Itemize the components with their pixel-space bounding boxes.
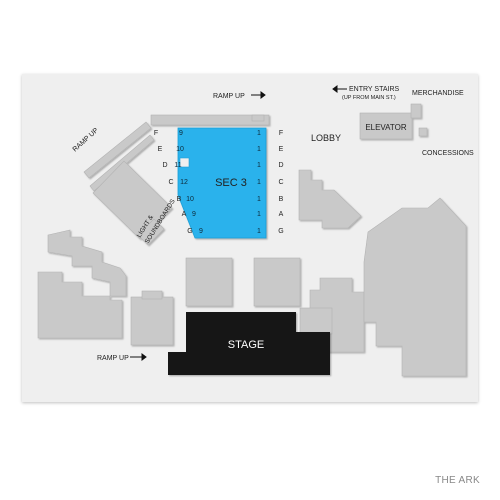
seat-number-right-0: 1 <box>257 130 261 137</box>
row-label-left-g-6: G <box>187 228 192 235</box>
far-right-block <box>363 197 467 377</box>
seat-number-left-0: 9 <box>179 130 183 137</box>
row-label-left-c-3: C <box>168 179 173 186</box>
seat-number-right-2: 1 <box>257 162 261 169</box>
left-lower-area <box>47 229 127 297</box>
row-label-right-c-3: C <box>278 179 283 186</box>
ramp-up-bottom-label: RAMP UP <box>97 355 129 362</box>
entry-stairs-label: ENTRY STAIRS <box>349 86 400 93</box>
row-label-right-a-5: A <box>279 211 284 218</box>
lobby-label: LOBBY <box>311 133 341 143</box>
ramp-rail-upper <box>83 121 152 179</box>
ramp-up-top-label: RAMP UP <box>213 93 245 100</box>
row-label-left-e-1: E <box>158 146 163 153</box>
concessions-label: CONCESSIONS <box>422 150 474 157</box>
seat-number-right-4: 1 <box>257 196 261 203</box>
section-3[interactable] <box>177 127 267 239</box>
section-3-label: SEC 3 <box>215 177 247 189</box>
center-block-right <box>253 257 301 307</box>
seat-number-left-2: 11 <box>174 162 181 169</box>
left-mid-area <box>37 271 123 339</box>
stage[interactable] <box>168 312 330 375</box>
stage-label: STAGE <box>228 339 264 351</box>
seat-number-right-6: 1 <box>257 228 261 235</box>
seat-number-left-5: 9 <box>192 211 196 218</box>
seat-number-right-5: 1 <box>257 211 261 218</box>
merch-box <box>410 103 422 119</box>
platform-a <box>130 296 174 346</box>
row-label-left-b-4: B <box>177 196 182 203</box>
row-label-left-a-5: A <box>182 211 187 218</box>
venue-name: THE ARK <box>435 475 480 486</box>
row-label-left-d-2: D <box>162 162 167 169</box>
seat-number-right-1: 1 <box>257 146 261 153</box>
section-3-notch <box>179 157 190 168</box>
row-label-right-e-1: E <box>279 146 284 153</box>
elevator-box <box>359 112 413 140</box>
right-small-block <box>299 307 333 335</box>
merchandise-label: MERCHANDISE <box>412 90 464 97</box>
top-wall-notch <box>251 114 265 122</box>
elevator-label: ELEVATOR <box>365 123 407 132</box>
row-label-right-f-0: F <box>279 130 283 137</box>
entry-stairs-arrowhead <box>332 85 338 93</box>
center-block-left <box>185 257 233 307</box>
ramp-up-top-arrowhead <box>260 91 266 99</box>
ramp-up-left-label: RAMP UP <box>72 127 101 154</box>
seat-number-right-3: 1 <box>257 179 261 186</box>
seat-number-left-4: 10 <box>186 196 194 203</box>
platform-a-top <box>141 290 163 300</box>
entry-stairs-sub-label: (UP FROM MAIN ST.) <box>342 95 396 101</box>
right-stepped-block <box>298 169 362 229</box>
left-small-block <box>137 218 165 246</box>
left-angled-block <box>92 160 173 240</box>
row-label-left-f-0: F <box>154 130 158 137</box>
top-wall-bar <box>150 114 270 126</box>
seat-number-left-6: 9 <box>199 228 203 235</box>
row-label-right-b-4: B <box>279 196 284 203</box>
seat-number-left-3: 12 <box>180 179 188 186</box>
row-label-right-g-6: G <box>278 228 283 235</box>
ramp-up-bottom-arrowhead <box>141 353 147 361</box>
row-label-right-d-2: D <box>278 162 283 169</box>
seat-number-left-1: 10 <box>176 146 184 153</box>
concessions-box <box>418 127 428 137</box>
